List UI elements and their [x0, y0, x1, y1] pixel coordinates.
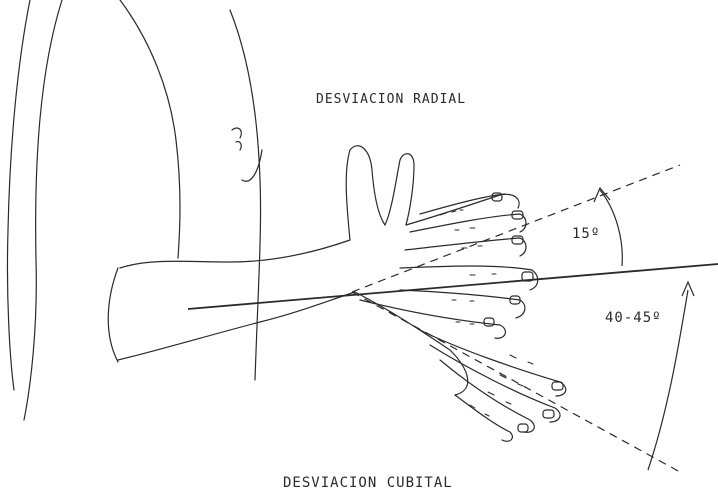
- arm-lower-outline: [118, 292, 355, 360]
- thumb-outline: [346, 146, 385, 240]
- arm-upper-outline: [120, 240, 350, 268]
- radial-deviation-line: [352, 165, 680, 292]
- cubital-angle-arrow: [682, 282, 694, 296]
- radial-deviation-label: DESVIACION RADIAL: [316, 92, 466, 107]
- neutral-axis-line: [188, 264, 718, 309]
- cubital-finger-4: [455, 395, 512, 441]
- torso-side-outline: [230, 10, 261, 380]
- hand-bottom-outline: [360, 300, 505, 338]
- radial-angle-arc: [600, 190, 622, 266]
- cubital-finger-2: [430, 345, 560, 422]
- finger-5: [400, 290, 525, 318]
- cubital-deviation-label: DESVIACION CUBITAL: [283, 475, 453, 491]
- cubital-finger-3: [440, 360, 534, 432]
- nail-8: [543, 410, 554, 418]
- radial-angle-label: 15º: [572, 226, 600, 242]
- finger-4: [400, 266, 538, 290]
- cubital-finger-1: [420, 330, 566, 396]
- torso-inner-line: [24, 0, 62, 420]
- torso-left-outline: [7, 0, 30, 390]
- elbow-outline: [108, 268, 118, 362]
- nail-9: [518, 424, 528, 432]
- thumb-tip-outline: [385, 154, 414, 225]
- nail-3: [512, 236, 523, 244]
- navel: [232, 128, 241, 150]
- finger-3: [405, 238, 526, 256]
- cubital-angle-label: 40-45º: [605, 310, 662, 326]
- finger-2: [410, 214, 526, 232]
- torso-back-outline: [120, 0, 180, 258]
